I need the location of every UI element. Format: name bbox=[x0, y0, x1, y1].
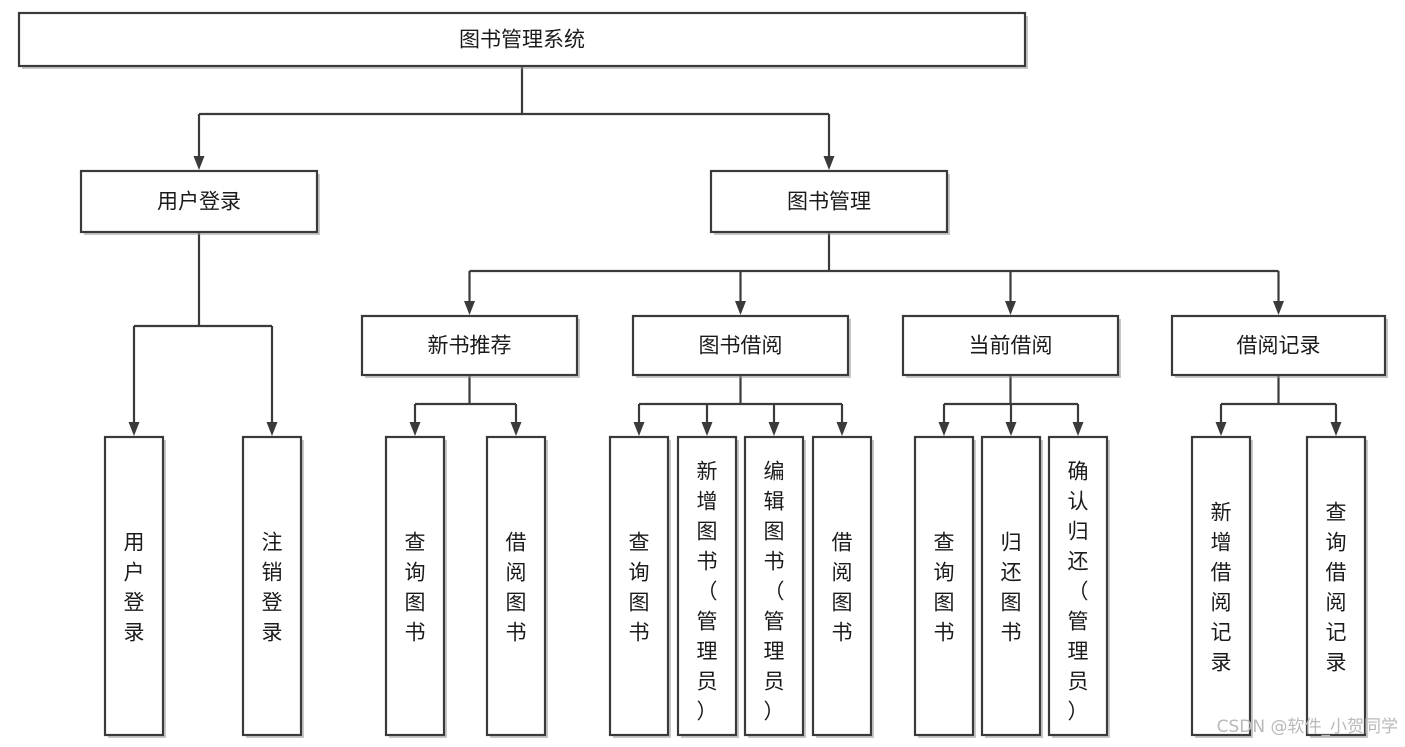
node-label: 借阅记录 bbox=[1237, 334, 1321, 358]
arrow-head-icon bbox=[1072, 422, 1084, 436]
node-rect bbox=[901, 314, 1120, 377]
node-rect bbox=[360, 314, 579, 377]
node-rect bbox=[676, 435, 738, 737]
node-leaf-bb-query-book[interactable]: 查询图书 bbox=[608, 435, 671, 738]
arrow-head-icon bbox=[510, 422, 522, 436]
arrow-head-icon bbox=[1273, 301, 1284, 315]
arrow-head-icon bbox=[1215, 422, 1227, 436]
node-label: 查询借阅记录 bbox=[1326, 500, 1347, 674]
node-rect bbox=[743, 435, 805, 737]
node-level1-user-login[interactable]: 用户登录 bbox=[79, 169, 320, 235]
node-rect bbox=[631, 314, 850, 377]
arrow-head-icon bbox=[1330, 422, 1342, 436]
arrow-head-icon bbox=[1005, 301, 1016, 315]
node-rect bbox=[485, 435, 547, 737]
node-label: 查询图书 bbox=[629, 530, 650, 644]
node-leaf-nbr-borrow-book[interactable]: 借阅图书 bbox=[485, 435, 548, 738]
node-rect bbox=[1190, 435, 1252, 737]
node-label: 查询图书 bbox=[934, 530, 955, 644]
node-label: 新增图书（管理员） bbox=[697, 459, 718, 723]
arrow-head-icon bbox=[735, 301, 746, 315]
node-rect bbox=[913, 435, 975, 737]
node-leaf-cb-confirm-return[interactable]: 确认归还（管理员） bbox=[1047, 435, 1110, 738]
arrow-head-icon bbox=[768, 422, 780, 436]
node-rect bbox=[1305, 435, 1367, 737]
node-label: 借阅图书 bbox=[832, 530, 853, 644]
node-leaf-bb-add-book[interactable]: 新增图书（管理员） bbox=[676, 435, 739, 738]
node-label: 用户登录 bbox=[157, 190, 241, 214]
node-leaf-leaf-user-login[interactable]: 用户登录 bbox=[103, 435, 166, 738]
arrow-head-icon bbox=[464, 301, 475, 315]
node-level1-book-management[interactable]: 图书管理 bbox=[709, 169, 950, 235]
node-rect bbox=[79, 169, 319, 234]
node-leaf-bb-borrow-book[interactable]: 借阅图书 bbox=[811, 435, 874, 738]
node-rect bbox=[384, 435, 446, 737]
node-label: 图书管理 bbox=[787, 190, 871, 214]
arrow-head-icon bbox=[128, 422, 140, 436]
node-label: 当前借阅 bbox=[969, 334, 1053, 358]
arrow-head-icon bbox=[193, 156, 205, 170]
node-label: 用户登录 bbox=[124, 530, 145, 644]
connector-layer bbox=[128, 66, 1342, 436]
node-rect bbox=[17, 11, 1027, 68]
node-label: 图书管理系统 bbox=[459, 28, 585, 52]
arrow-head-icon bbox=[1005, 422, 1017, 436]
node-leaf-br-add-record[interactable]: 新增借阅记录 bbox=[1190, 435, 1253, 738]
node-rect bbox=[980, 435, 1042, 737]
node-rect bbox=[1170, 314, 1387, 377]
node-rect bbox=[608, 435, 670, 737]
node-layer: 图书管理系统用户登录图书管理新书推荐图书借阅当前借阅借阅记录用户登录注销登录查询… bbox=[17, 11, 1388, 738]
node-label: 确认归还（管理员） bbox=[1068, 459, 1089, 723]
node-leaf-bb-edit-book[interactable]: 编辑图书（管理员） bbox=[743, 435, 806, 738]
node-label: 新书推荐 bbox=[428, 334, 512, 358]
node-label: 图书借阅 bbox=[699, 334, 783, 358]
node-label: 查询图书 bbox=[405, 530, 426, 644]
node-rect bbox=[241, 435, 303, 737]
node-leaf-nbr-query-book[interactable]: 查询图书 bbox=[384, 435, 447, 738]
arrow-head-icon bbox=[409, 422, 421, 436]
node-level2-current-borrow[interactable]: 当前借阅 bbox=[901, 314, 1121, 378]
arrow-head-icon bbox=[633, 422, 645, 436]
node-rect bbox=[103, 435, 165, 737]
node-leaf-cb-query-book[interactable]: 查询图书 bbox=[913, 435, 976, 738]
node-rect bbox=[709, 169, 949, 234]
node-level2-book-borrow[interactable]: 图书借阅 bbox=[631, 314, 851, 378]
node-label: 注销登录 bbox=[262, 530, 283, 644]
arrow-head-icon bbox=[823, 156, 835, 170]
node-leaf-br-query-record[interactable]: 查询借阅记录 bbox=[1305, 435, 1368, 738]
node-leaf-leaf-user-logout[interactable]: 注销登录 bbox=[241, 435, 304, 738]
arrow-head-icon bbox=[938, 422, 950, 436]
node-label: 新增借阅记录 bbox=[1211, 500, 1232, 674]
node-root-root[interactable]: 图书管理系统 bbox=[17, 11, 1028, 69]
node-label: 借阅图书 bbox=[506, 530, 527, 644]
node-level2-borrow-record[interactable]: 借阅记录 bbox=[1170, 314, 1388, 378]
arrow-head-icon bbox=[266, 422, 278, 436]
node-rect bbox=[1047, 435, 1109, 737]
node-leaf-cb-return-book[interactable]: 归还图书 bbox=[980, 435, 1043, 738]
node-label: 编辑图书（管理员） bbox=[764, 459, 785, 723]
arrow-head-icon bbox=[701, 422, 713, 436]
node-label: 归还图书 bbox=[1001, 530, 1022, 644]
csdn-watermark: CSDN @软件_小贺同学 bbox=[1217, 717, 1398, 737]
arrow-head-icon bbox=[836, 422, 848, 436]
node-rect bbox=[811, 435, 873, 737]
node-level2-new-book-rec[interactable]: 新书推荐 bbox=[360, 314, 580, 378]
